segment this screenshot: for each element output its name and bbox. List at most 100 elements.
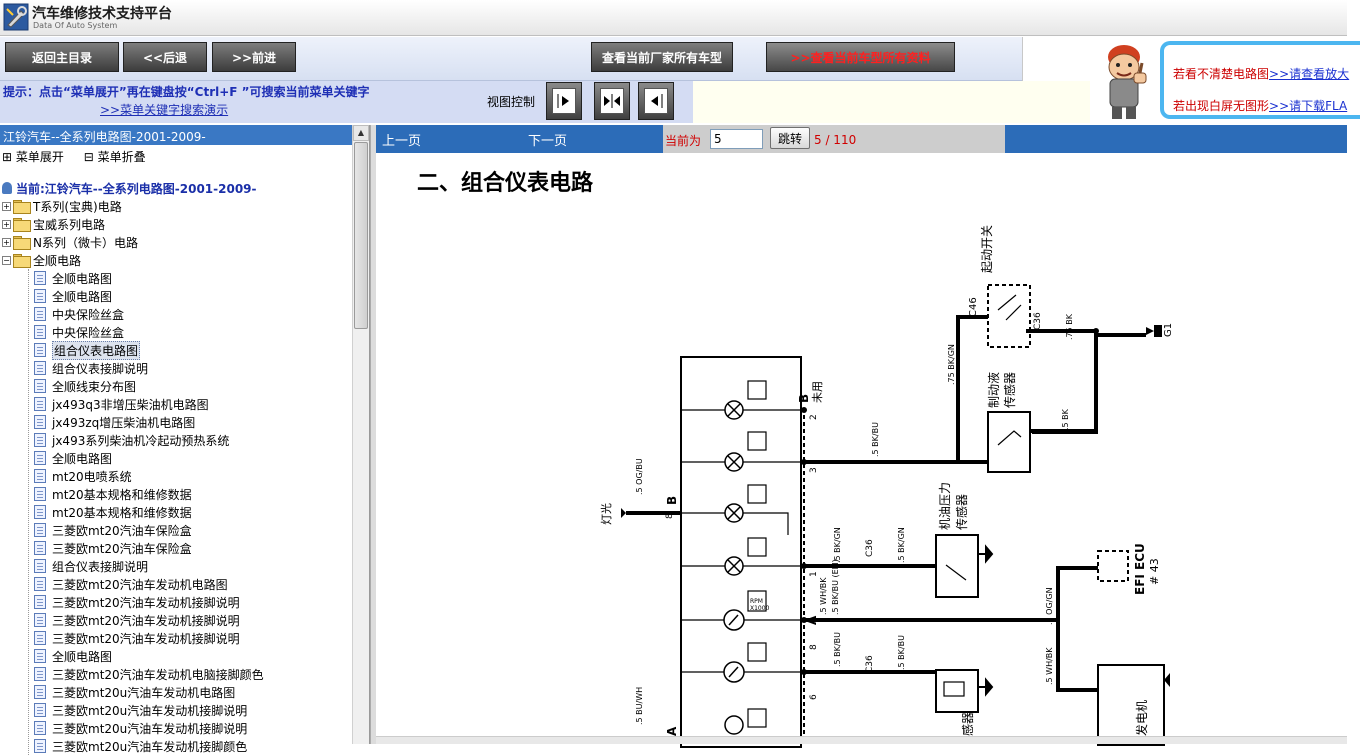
panel-splitter[interactable] xyxy=(370,125,376,744)
tree-item[interactable]: 三菱欧mt20u汽油车发动机接脚说明 xyxy=(34,701,247,719)
tree-item-label: 三菱欧mt20u汽油车发动机接脚说明 xyxy=(52,721,248,736)
svg-text:.5 OG/GN: .5 OG/GN xyxy=(1045,587,1054,625)
tree-item[interactable]: 中央保险丝盒 xyxy=(34,323,124,341)
tree-item[interactable]: 三菱欧mt20汽油车发动机电路图 xyxy=(34,575,228,593)
prev-page-link[interactable]: 上一页 xyxy=(382,134,422,149)
tree-item[interactable]: jx493zq增压柴油机电路图 xyxy=(34,413,195,431)
document-icon xyxy=(34,451,46,465)
view-expand-left-button[interactable] xyxy=(546,82,582,120)
svg-text:EFI ECU: EFI ECU xyxy=(1133,543,1147,595)
tree-item[interactable]: jx493系列柴油机冷起动预热系统 xyxy=(34,431,229,449)
brake-fluid-sensor-box xyxy=(987,411,1031,473)
tree-item[interactable]: 全顺线束分布图 xyxy=(34,377,136,395)
page-number-input[interactable] xyxy=(710,129,763,149)
tree-item[interactable]: 三菱欧mt20汽油车保险盒 xyxy=(34,539,192,557)
tree-item[interactable]: 中央保险丝盒 xyxy=(34,305,124,323)
jump-button[interactable]: 跳转 xyxy=(770,127,810,149)
tree-folder[interactable]: +N系列（微卡）电路 xyxy=(2,233,138,251)
promo-line-zoom: 若看不清楚电路图>>请查看放大 xyxy=(1173,67,1350,81)
view-expand-right-button[interactable] xyxy=(638,82,674,120)
tree-item[interactable]: 组合仪表接脚说明 xyxy=(34,557,148,575)
tree-item[interactable]: 三菱欧mt20u汽油车发动机接脚颜色 xyxy=(34,737,247,755)
scroll-thumb[interactable] xyxy=(354,142,368,329)
tree-item[interactable]: 三菱欧mt20汽油车发动机电脑接脚颜色 xyxy=(34,665,264,683)
tree-item[interactable]: 三菱欧mt20u汽油车发动机接脚说明 xyxy=(34,719,247,737)
tree-item-label: 三菱欧mt20u汽油车发动机电路图 xyxy=(52,685,236,700)
search-demo-link[interactable]: >>菜单关键字搜索演示 xyxy=(100,103,229,117)
flash-download-link[interactable]: >>请下载FLA xyxy=(1269,99,1348,113)
tree-item[interactable]: 三菱欧mt20汽油车保险盒 xyxy=(34,521,192,539)
menu-panel-header: 江铃汽车--全系列电路图-2001-2009- xyxy=(0,125,352,145)
tree-item[interactable]: 三菱欧mt20u汽油车发动机电路图 xyxy=(34,683,235,701)
forward-button[interactable]: >>前进 xyxy=(212,42,296,72)
tree-item-label: 全顺电路图 xyxy=(52,451,113,466)
wiring-diagram[interactable]: RPM X1000 xyxy=(376,125,1347,748)
expand-icon[interactable]: + xyxy=(2,201,11,211)
document-icon xyxy=(34,325,46,339)
tree-item[interactable]: 全顺电路图 xyxy=(34,449,112,467)
document-icon xyxy=(34,559,46,573)
tree-item-label: jx493q3非增压柴油机电路图 xyxy=(52,397,209,412)
svg-text:B: B xyxy=(665,496,679,505)
menu-scrollbar[interactable]: ▲ xyxy=(352,125,369,744)
collapse-icon[interactable]: − xyxy=(2,255,11,265)
document-icon xyxy=(34,415,46,429)
tree-item[interactable]: 组合仪表接脚说明 xyxy=(34,359,148,377)
app-title-bar: 汽车维修技术支持平台 Data Of Auto System xyxy=(0,0,1347,36)
view-split-button[interactable] xyxy=(594,82,630,120)
generator-ground-icon xyxy=(1164,673,1170,687)
document-icon xyxy=(34,271,46,285)
tree-item-label: 三菱欧mt20汽油车保险盒 xyxy=(52,523,192,538)
tree-item[interactable]: 全顺电路图 xyxy=(34,269,112,287)
document-icon xyxy=(34,667,46,681)
app-title: 汽车维修技术支持平台 xyxy=(32,6,172,22)
tree-folder[interactable]: +宝威系列电路 xyxy=(2,215,105,233)
diagram-horizontal-scrollbar[interactable] xyxy=(376,736,1347,744)
menu-collapse-button[interactable]: ⊟ 菜单折叠 xyxy=(83,150,146,164)
tree-folder[interactable]: −全顺电路 xyxy=(2,251,81,269)
tree-item[interactable]: 组合仪表电路图 xyxy=(34,340,141,360)
view-control-label: 视图控制 xyxy=(487,95,536,109)
svg-text:制动液: 制动液 xyxy=(986,372,1001,408)
tree-item-label: 中央保险丝盒 xyxy=(52,325,125,340)
document-icon xyxy=(34,397,46,411)
back-main-menu-button[interactable]: 返回主目录 xyxy=(5,42,119,72)
tree-item[interactable]: 三菱欧mt20汽油车发动机接脚说明 xyxy=(34,629,240,647)
start-switch-contacts xyxy=(997,294,1022,321)
oil-sensor-ground-icon xyxy=(978,544,994,564)
next-page-link[interactable]: 下一页 xyxy=(528,134,568,149)
menu-panel: 江铃汽车--全系列电路图-2001-2009- ⊞ 菜单展开 ⊟ 菜单折叠 当前… xyxy=(0,125,370,755)
document-icon xyxy=(34,505,46,519)
tree-item[interactable]: 三菱欧mt20汽油车发动机接脚说明 xyxy=(34,593,240,611)
tree-item-label: 全顺电路图 xyxy=(52,271,113,286)
svg-text:3: 3 xyxy=(809,467,819,473)
tree-item[interactable]: mt20电喷系统 xyxy=(34,467,132,485)
tree-item[interactable]: 全顺电路图 xyxy=(34,287,112,305)
tree-folder[interactable]: +T系列(宝典)电路 xyxy=(2,197,122,215)
tree-item-label: 组合仪表电路图 xyxy=(52,340,141,360)
tree-item-label: 三菱欧mt20u汽油车发动机接脚颜色 xyxy=(52,739,248,754)
tree-item[interactable]: mt20基本规格和维修数据 xyxy=(34,485,192,503)
menu-expand-button[interactable]: ⊞ 菜单展开 xyxy=(2,150,64,164)
expand-icon[interactable]: + xyxy=(2,219,11,229)
scroll-up-arrow-icon[interactable]: ▲ xyxy=(353,125,369,141)
tree-item[interactable]: mt20基本规格和维修数据 xyxy=(34,503,192,521)
tree-item[interactable]: 三菱欧mt20汽油车发动机接脚说明 xyxy=(34,611,240,629)
view-maker-models-button[interactable]: 查看当前厂家所有车型 xyxy=(591,42,733,72)
lower-sensor-element xyxy=(943,681,965,697)
expand-icon[interactable]: + xyxy=(2,237,11,247)
document-icon xyxy=(34,289,46,303)
tree-guide-line xyxy=(28,269,29,755)
svg-text:.5 BK/BU: .5 BK/BU xyxy=(833,632,842,667)
svg-text:2: 2 xyxy=(809,414,819,420)
tree-item[interactable]: jx493q3非增压柴油机电路图 xyxy=(34,395,209,413)
tree-item[interactable]: 全顺电路图 xyxy=(34,647,112,665)
svg-text:.5 OG/BU: .5 OG/BU xyxy=(635,458,644,495)
svg-text:.5 BK: .5 BK xyxy=(1061,408,1070,430)
svg-text:起动开关: 起动开关 xyxy=(980,225,994,273)
zoom-help-link[interactable]: >>请查看放大 xyxy=(1269,67,1350,81)
mechanic-mascot-icon xyxy=(1108,45,1147,119)
back-button[interactable]: <<后退 xyxy=(123,42,207,72)
document-icon xyxy=(34,739,46,753)
view-all-model-data-button[interactable]: >>查看当前车型所有资料 xyxy=(766,42,955,72)
